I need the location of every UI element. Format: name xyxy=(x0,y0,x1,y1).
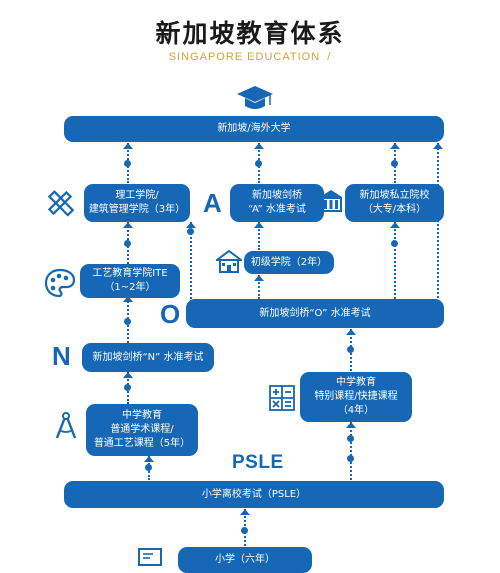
n-level-node: 新加坡剑桥“N” 水准考试 xyxy=(82,343,214,372)
connector-psle-special xyxy=(350,422,352,480)
ite-line-2: （1~2年） xyxy=(104,282,156,293)
arrowhead xyxy=(240,509,250,515)
primary-label: 小学（六年） xyxy=(215,554,275,565)
subtitle-text: SINGAPORE EDUCATION xyxy=(168,51,321,63)
connector-dot xyxy=(145,464,152,471)
o-level-letter: O xyxy=(160,299,181,329)
connector-dot xyxy=(347,435,354,442)
special-course-node: 中学教育 特别课程/快捷课程 （4年） xyxy=(300,372,412,422)
connector-dot xyxy=(124,318,131,325)
connector-dot xyxy=(391,160,398,167)
arrowhead xyxy=(186,222,196,228)
normal-course-line-2: 普通学术课程/ xyxy=(110,424,174,435)
page-title: 新加坡教育体系 xyxy=(155,19,345,48)
connector-o-poly xyxy=(190,222,192,299)
connector-dot xyxy=(241,527,248,534)
psle-letter: PSLE xyxy=(232,452,284,473)
connector-dot xyxy=(347,346,354,353)
connector-dot xyxy=(124,160,131,167)
connector-o-private xyxy=(394,222,396,299)
psle-node: 小学离校考试（PSLE） xyxy=(64,481,444,508)
subtitle-mark: / xyxy=(327,51,332,63)
connector-o-jc xyxy=(258,275,260,299)
primary-node: 小学（六年） xyxy=(178,547,312,573)
private-college-line-2: （大专/本科） xyxy=(362,204,427,215)
palette-icon xyxy=(44,268,76,298)
arrowhead xyxy=(346,329,356,335)
n-level-label: 新加坡剑桥“N” 水准考试 xyxy=(92,351,204,363)
connector-dot xyxy=(255,160,262,167)
arrowhead xyxy=(123,372,133,378)
connector-dot xyxy=(391,240,398,247)
a-level-letter: A xyxy=(203,188,222,218)
page-subtitle: SINGAPORE EDUCATION / xyxy=(0,51,500,63)
a-level-node: 新加坡剑桥 “A” 水准考试 xyxy=(230,184,324,222)
normal-course-line-1: 中学教育 xyxy=(122,410,162,421)
connector-dot xyxy=(187,228,194,235)
ruler-pencil-icon xyxy=(47,190,75,217)
polytechnic-line-1: 理工学院/ xyxy=(115,190,159,201)
university-node: 新加坡/海外大学 xyxy=(64,116,444,142)
blackboard-icon xyxy=(138,548,162,566)
connector-dot xyxy=(347,455,354,462)
arrowhead xyxy=(433,143,443,149)
o-level-node: 新加坡剑桥“O” 水准考试 xyxy=(186,299,444,328)
polytechnic-node: 理工学院/ 建筑管理学院（3年） xyxy=(84,184,190,222)
psle-label: 小学离校考试（PSLE） xyxy=(201,488,307,500)
special-course-line-3: （4年） xyxy=(337,405,375,416)
graduation-cap-icon xyxy=(237,86,273,109)
arrowhead xyxy=(254,275,264,281)
school-house-icon xyxy=(216,249,242,273)
connector-dot xyxy=(124,384,131,391)
university-label: 新加坡/海外大学 xyxy=(217,123,291,134)
connector-dot xyxy=(124,240,131,247)
arrowhead xyxy=(346,422,356,428)
arrowhead xyxy=(144,456,154,462)
n-level-letter: N xyxy=(52,341,71,371)
calculator-icon xyxy=(269,385,295,411)
compass-icon xyxy=(55,412,77,439)
junior-college-label: 初级学院（2年） xyxy=(250,256,328,268)
junior-college-node: 初级学院（2年） xyxy=(244,251,334,274)
special-course-line-1: 中学教育 xyxy=(336,377,376,388)
ite-line-1: 工艺教育学院ITE xyxy=(92,268,168,279)
private-college-node: 新加坡私立院校 （大专/本科） xyxy=(345,184,444,222)
building-icon xyxy=(320,190,342,212)
arrowhead xyxy=(390,143,400,149)
private-college-line-1: 新加坡私立院校 xyxy=(359,190,430,201)
arrowhead xyxy=(123,296,133,302)
arrowhead xyxy=(123,143,133,149)
arrowhead xyxy=(254,143,264,149)
normal-course-node: 中学教育 普通学术课程/ 普通工艺课程（5年） xyxy=(86,404,198,456)
polytechnic-line-2: 建筑管理学院（3年） xyxy=(88,204,186,215)
ite-node: 工艺教育学院ITE （1~2年） xyxy=(80,264,180,298)
arrowhead xyxy=(123,222,133,228)
o-level-label: 新加坡剑桥“O” 水准考试 xyxy=(259,307,371,319)
arrowhead xyxy=(254,222,264,228)
a-level-line-2: “A” 水准考试 xyxy=(248,204,306,215)
connector-jc-a xyxy=(258,222,260,250)
normal-course-line-3: 普通工艺课程（5年） xyxy=(93,438,191,449)
a-level-line-1: 新加坡剑桥 xyxy=(252,190,302,201)
arrowhead xyxy=(390,222,400,228)
special-course-line-2: 特别课程/快捷课程 xyxy=(314,391,398,402)
